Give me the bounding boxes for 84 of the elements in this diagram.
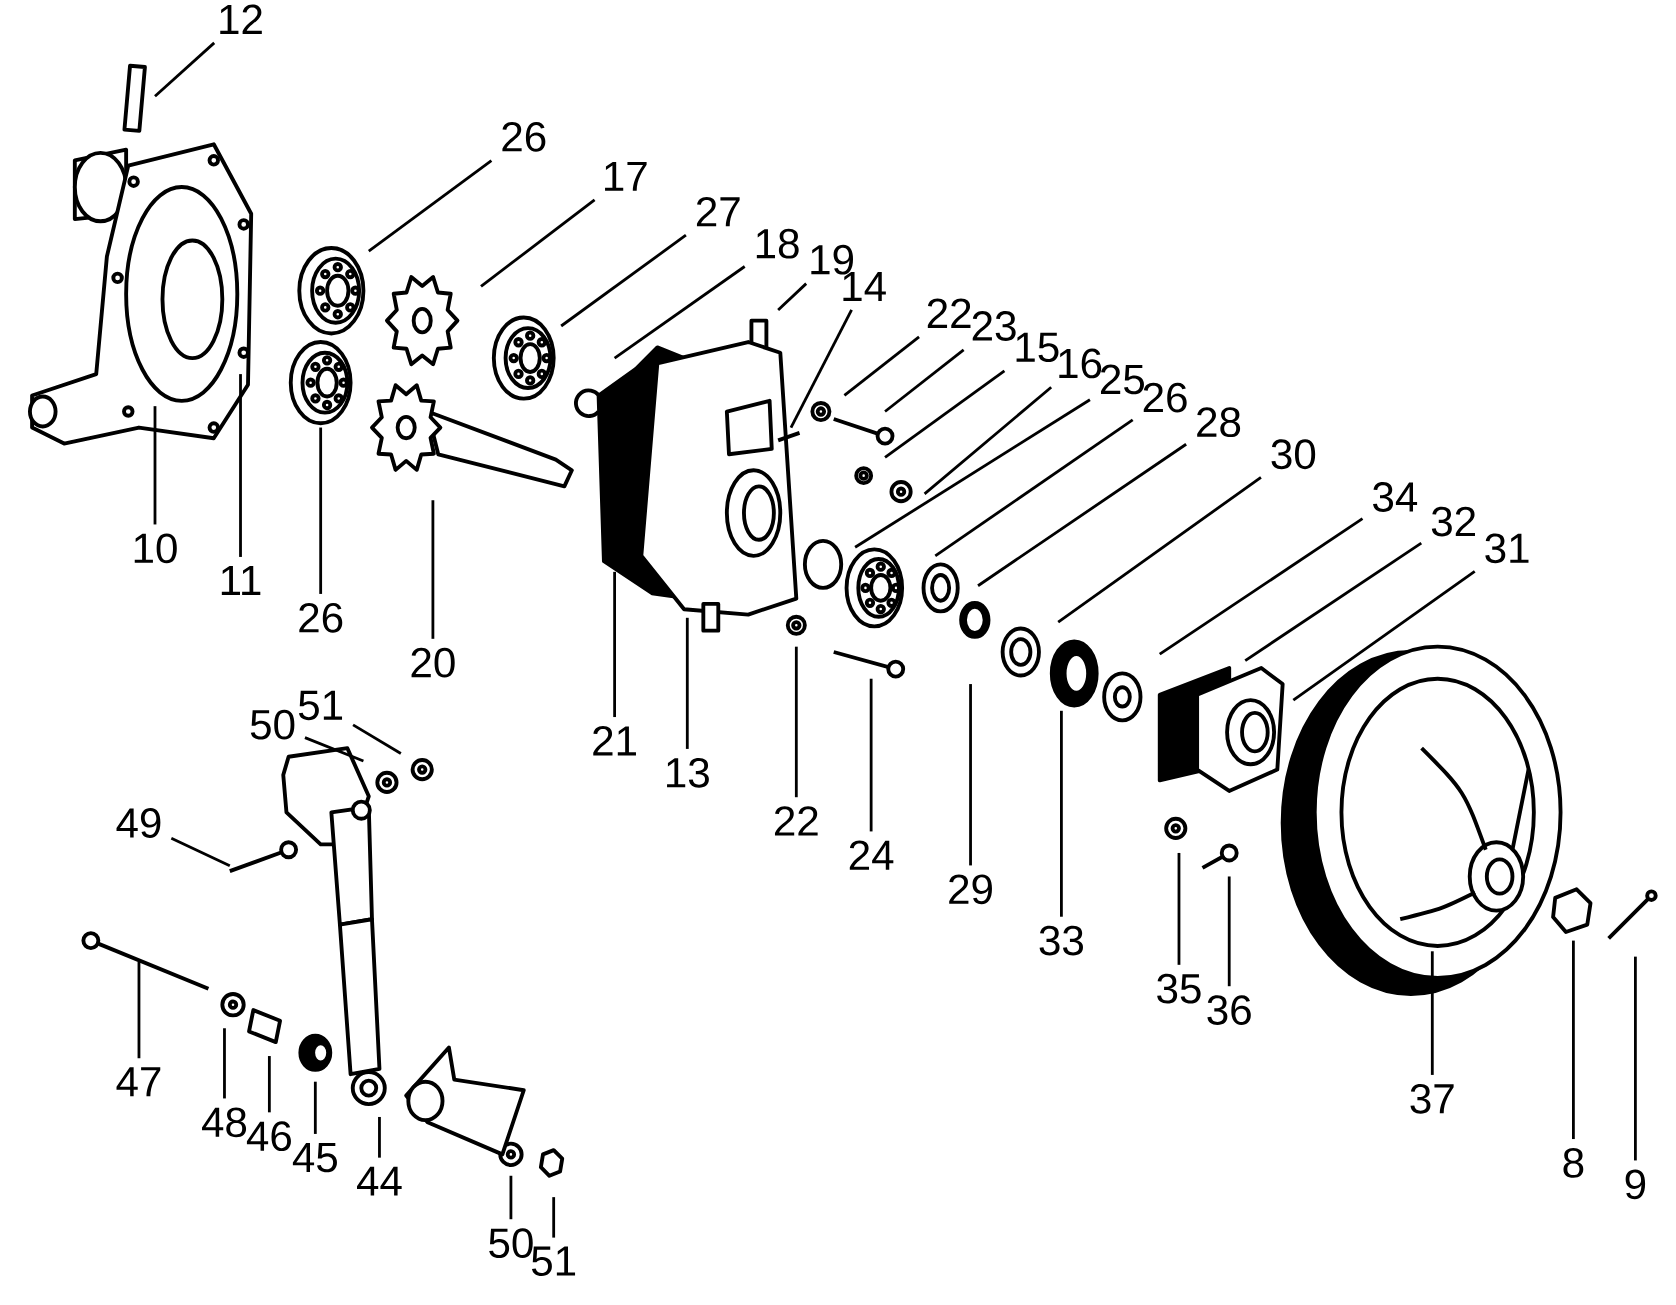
leader-line [1158, 517, 1364, 656]
callout-number: 9 [1625, 1169, 1646, 1200]
leader-line [352, 723, 402, 755]
callout-number: 26 [502, 121, 546, 152]
callout-number: 17 [605, 161, 647, 191]
leader-line [1634, 956, 1637, 1161]
callout-number: 50 [489, 1228, 533, 1258]
leader-line [480, 198, 596, 288]
leader-line [560, 234, 687, 328]
callout-number: 26 [1143, 382, 1187, 413]
callout-number: 36 [1207, 995, 1251, 1025]
leader-line [1292, 570, 1476, 702]
callout-number: 12 [220, 4, 262, 34]
callout-number: 46 [246, 1121, 291, 1152]
leader-line [319, 427, 323, 594]
callout-number: 51 [531, 1246, 576, 1276]
leader-line [934, 418, 1134, 557]
callout-number: 22 [927, 298, 971, 328]
callout-number: 24 [849, 840, 894, 870]
callout-number: 30 [1271, 439, 1316, 470]
leader-line [869, 678, 873, 832]
leader-line [1227, 876, 1231, 987]
callout-number: 29 [949, 874, 992, 905]
leader-line [1244, 542, 1423, 662]
callout-number: 11 [221, 565, 261, 595]
callout-number: 13 [667, 757, 709, 788]
leader-line [313, 1081, 317, 1134]
leader-line [613, 571, 617, 717]
leader-line [367, 159, 493, 253]
callout-number: 25 [1101, 364, 1144, 395]
callout-number: 8 [1563, 1148, 1584, 1178]
callout-number: 51 [298, 690, 343, 721]
leader-line [1057, 476, 1262, 624]
leader-line [1572, 940, 1575, 1139]
callout-number: 32 [1431, 506, 1475, 537]
callout-number: 44 [357, 1166, 402, 1196]
leader-line [777, 282, 808, 311]
leader-line [431, 500, 435, 639]
leader-line [613, 265, 746, 360]
callout-number: 20 [411, 647, 455, 678]
leader-line [267, 1056, 271, 1113]
callout-number: 45 [292, 1142, 337, 1173]
callout-number: 27 [696, 196, 740, 227]
callout-number: 49 [116, 808, 161, 838]
callout-number: 16 [1059, 348, 1102, 379]
callout-number: 31 [1485, 533, 1529, 564]
leader-line [685, 617, 689, 749]
leader-line [789, 309, 853, 429]
callout-number: 47 [116, 1067, 161, 1097]
leader-line [969, 684, 972, 866]
leader-line [884, 348, 965, 413]
leader-line [843, 335, 920, 397]
callout-number: 37 [1410, 1083, 1454, 1114]
callout-number: 21 [593, 726, 636, 756]
leader-line [1177, 852, 1181, 965]
callout-number: 10 [134, 533, 177, 564]
leader-line [378, 1116, 381, 1158]
leader-line [854, 398, 1091, 549]
leader-line [153, 406, 157, 525]
callout-number: 50 [250, 709, 295, 740]
leader-line [137, 961, 141, 1059]
leader-line [977, 443, 1187, 587]
callout-number: 23 [972, 311, 1016, 341]
callout-number: 26 [299, 602, 343, 633]
leader-line [1430, 951, 1434, 1075]
callout-number: 34 [1373, 482, 1418, 512]
leader-line [794, 646, 798, 798]
callout-number: 35 [1157, 973, 1201, 1004]
leader-line [239, 374, 242, 557]
leader-line [170, 836, 231, 867]
callout-number: 48 [202, 1107, 247, 1138]
leader-line [154, 41, 216, 98]
callout-number: 15 [1016, 332, 1059, 362]
leader-line [509, 1175, 513, 1220]
leader-line [304, 736, 364, 763]
callout-number: 22 [774, 806, 818, 836]
leader-line [223, 1028, 226, 1099]
callout-number: 28 [1197, 407, 1241, 438]
leader-line [923, 386, 1053, 495]
leader-line [884, 369, 1006, 459]
leader-line [1060, 710, 1063, 917]
leader-line [552, 1197, 556, 1238]
callout-number: 18 [756, 228, 799, 259]
callout-number: 33 [1039, 925, 1083, 956]
